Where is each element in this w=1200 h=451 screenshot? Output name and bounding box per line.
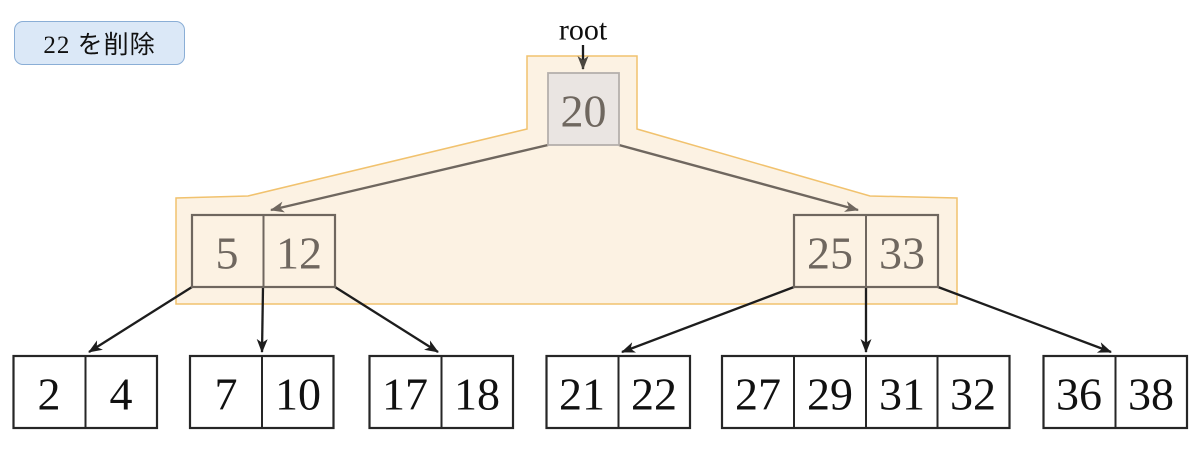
- leaf-key: 31: [879, 369, 925, 420]
- internal-key: 5: [216, 228, 239, 279]
- leaf-node-17-18: 17 18: [368, 354, 515, 430]
- leaf-key: 7: [215, 369, 238, 420]
- leaf-key: 29: [807, 369, 853, 420]
- root-key: 20: [561, 86, 607, 137]
- leaf-node-7-10: 7 10: [188, 354, 335, 430]
- leaf-key: 4: [110, 369, 133, 420]
- internal-node-5-12: 5 12: [190, 213, 337, 289]
- leaf-key: 22: [631, 369, 677, 420]
- leaf-key: 2: [38, 369, 61, 420]
- edge-internal-right-to-leaf-36-38: [937, 285, 1112, 354]
- internal-node-25-33: 25 33: [792, 213, 940, 289]
- internal-key: 33: [879, 228, 925, 279]
- search-path-highlight: [175, 55, 958, 305]
- edge-root-to-internal-right: [618, 143, 859, 212]
- edge-root-to-internal-left: [270, 143, 549, 213]
- edge-internal-left-to-leaf-17-18: [334, 286, 439, 353]
- internal-key: 12: [276, 228, 322, 279]
- edge-internal-left-to-leaf-7-10: [256, 286, 268, 353]
- leaf-key: 27: [735, 369, 781, 420]
- operation-badge-label: 22 を削除: [43, 32, 156, 59]
- internal-key: 25: [807, 228, 853, 279]
- operation-badge: 22 を削除: [14, 21, 185, 65]
- leaf-key: 21: [559, 369, 605, 420]
- leaf-key: 32: [950, 369, 996, 420]
- leaf-key: 17: [382, 369, 428, 420]
- leaf-node-21-22: 21 22: [545, 354, 692, 430]
- root-node: 20: [547, 72, 620, 146]
- leaf-key: 10: [275, 369, 321, 420]
- leaf-node-27-29-31-32: 27 29 31 32: [720, 354, 1011, 430]
- leaf-key: 18: [454, 369, 500, 420]
- leaf-key: 38: [1128, 369, 1174, 420]
- leaf-node-2-4: 2 4: [12, 354, 159, 430]
- root-node-box: [547, 72, 620, 146]
- leaf-node-36-38: 36 38: [1042, 354, 1189, 430]
- leaf-key: 36: [1056, 369, 1102, 420]
- edge-internal-left-to-leaf-2-4: [88, 286, 193, 353]
- root-pointer-label: root: [559, 14, 608, 47]
- edge-internal-right-to-leaf-21-22: [621, 285, 795, 354]
